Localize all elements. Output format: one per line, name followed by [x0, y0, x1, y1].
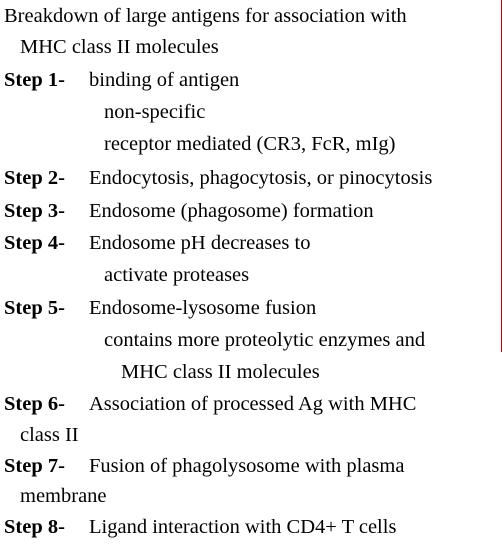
step-8-label: Step 8-: [4, 516, 65, 538]
step-6-text: Association of processed Ag with MHC: [89, 393, 417, 415]
step-4-label: Step 4-: [4, 232, 65, 254]
step-3-label: Step 3-: [4, 200, 65, 222]
step-4-row: Step 4- Endosome pH decreases to: [0, 231, 503, 255]
step-1-label: Step 1-: [4, 69, 65, 91]
step-1-row: Step 1- binding of antigen: [0, 68, 503, 92]
step-5-row: Step 5- Endosome-lysosome fusion: [0, 296, 503, 320]
step-1-sub-1: non-specific: [104, 101, 206, 123]
step-8-text: Ligand interaction with CD4+ T cells: [89, 516, 397, 538]
step-6-label: Step 6-: [4, 393, 65, 415]
step-3-row: Step 3- Endosome (phagosome) formation: [0, 199, 503, 223]
step-2-row: Step 2- Endocytosis, phagocytosis, or pi…: [0, 166, 503, 190]
step-6-continuation: class II: [20, 424, 79, 446]
step-5-sub-1: contains more proteolytic enzymes and: [104, 329, 426, 351]
step-5-sub-2: MHC class II molecules: [121, 361, 320, 383]
step-7-label: Step 7-: [4, 455, 65, 477]
step-7-text: Fusion of phagolysosome with plasma: [89, 455, 405, 477]
step-4-text: Endosome pH decreases to: [89, 232, 311, 254]
step-4-sub-1: activate proteases: [104, 264, 250, 286]
step-5-text: Endosome-lysosome fusion: [89, 297, 317, 319]
title-line-2: MHC class II molecules: [20, 36, 219, 58]
step-1-sub-2: receptor mediated (CR3, FcR, mIg): [104, 133, 396, 155]
side-rule: [501, 0, 502, 352]
step-6-row: Step 6- Association of processed Ag with…: [0, 392, 503, 416]
step-7-continuation: membrane: [20, 485, 107, 507]
step-3-text: Endosome (phagosome) formation: [89, 200, 374, 222]
step-2-text: Endocytosis, phagocytosis, or pinocytosi…: [89, 167, 433, 189]
step-1-text: binding of antigen: [89, 69, 240, 91]
step-2-label: Step 2-: [4, 167, 65, 189]
step-7-row: Step 7- Fusion of phagolysosome with pla…: [0, 454, 503, 478]
step-8-row: Step 8- Ligand interaction with CD4+ T c…: [0, 515, 503, 539]
title-line-1: Breakdown of large antigens for associat…: [4, 5, 407, 27]
step-5-label: Step 5-: [4, 297, 65, 319]
